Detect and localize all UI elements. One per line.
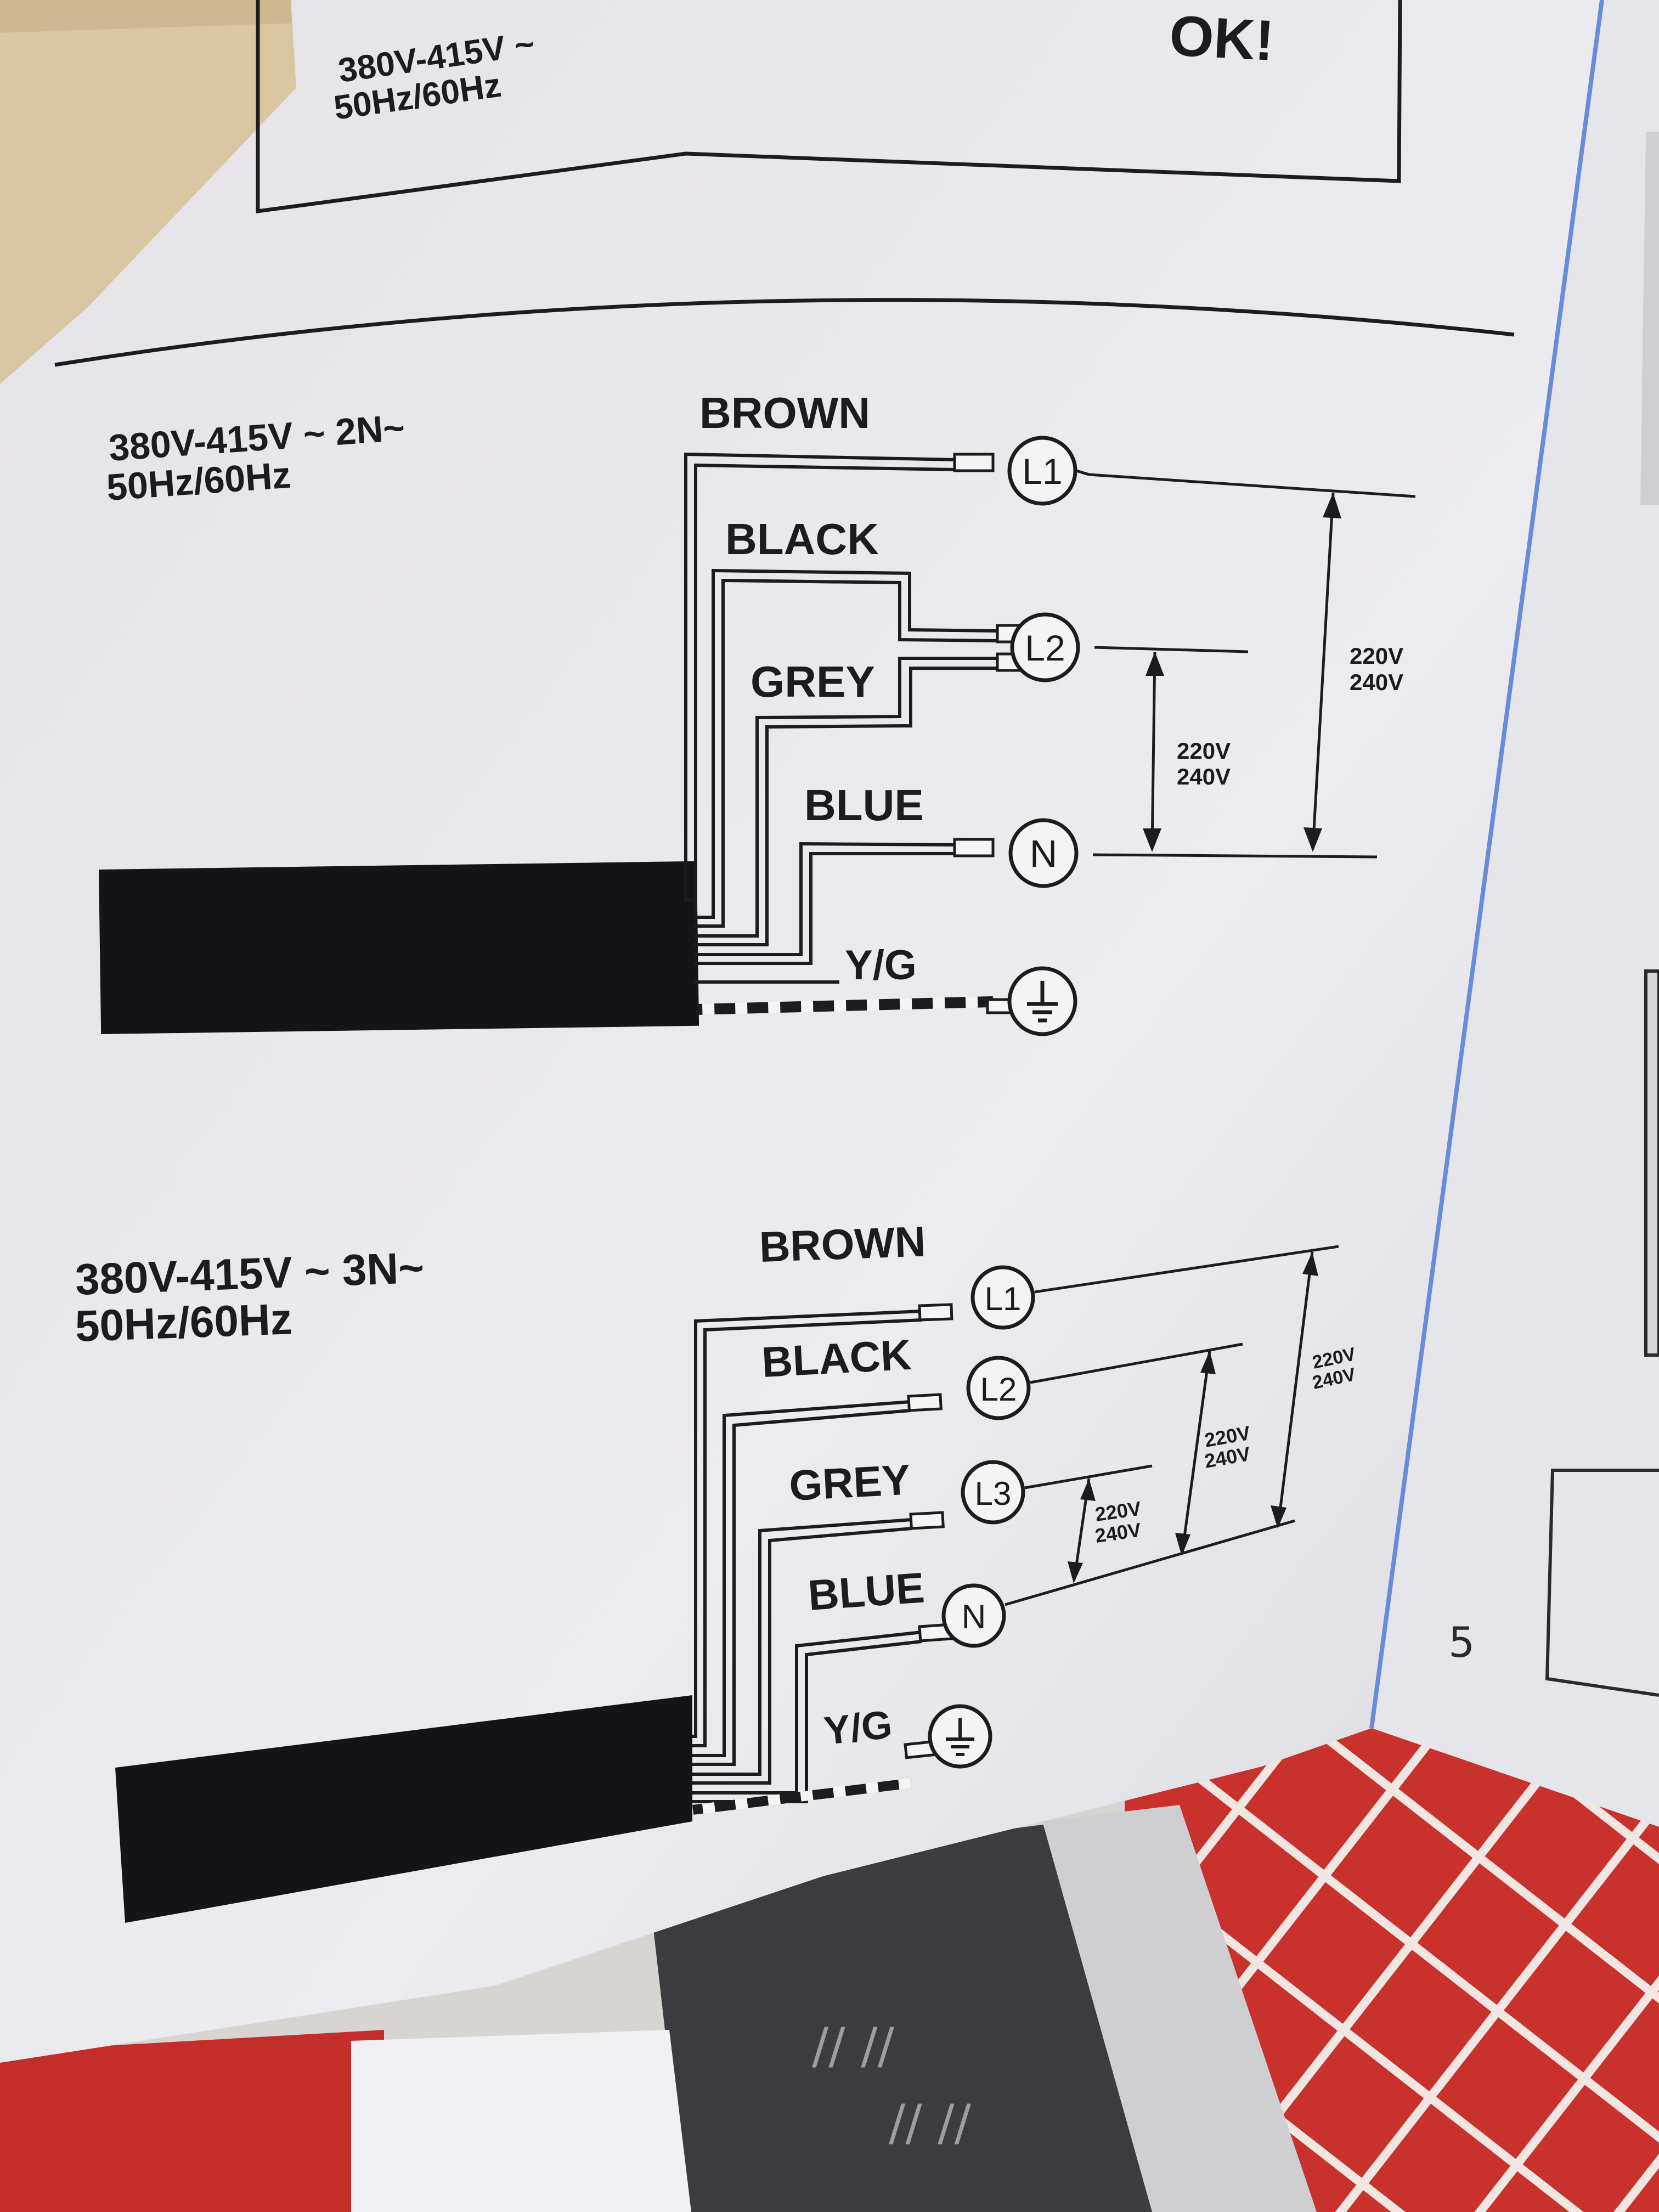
terminal-l1-label: L1 — [985, 1280, 1022, 1317]
volt-l1n-240: 240V — [1350, 669, 1403, 695]
terminal-n — [941, 1583, 1006, 1648]
right-page: 5 — [1372, 0, 1659, 1827]
line-l1 — [1076, 469, 1416, 498]
section-divider — [54, 298, 1515, 367]
white-fabric — [351, 2030, 691, 2212]
terminal-l2 — [966, 1356, 1031, 1420]
black-wire — [694, 568, 999, 919]
wire-label-grey: GREY — [788, 1455, 911, 1510]
wire-label-brown: BROWN — [699, 388, 870, 437]
arrow-l1-n — [1277, 1251, 1314, 1526]
line-l2 — [1030, 1342, 1243, 1384]
wire-label-yg: Y/G — [845, 942, 917, 989]
page-number: 5 — [1448, 1618, 1475, 1667]
wire-label-black: BLACK — [725, 515, 879, 563]
terminal-l1-label: L1 — [1022, 451, 1062, 492]
grey-wire — [694, 657, 998, 938]
wire-label-blue: BLUE — [804, 781, 924, 830]
dark-fabric: // // // // — [647, 1805, 1317, 2212]
diagram-3n: 380V-415V ~ 3N~ 50Hz/60Hz BROWN BLACK GR… — [74, 1217, 1358, 1923]
black-wire — [692, 1400, 911, 1757]
line-n — [1005, 1519, 1295, 1606]
wire-label-brown: BROWN — [759, 1217, 927, 1271]
wire-label-grey: GREY — [751, 657, 875, 706]
terminal-l2-label: L2 — [980, 1371, 1017, 1408]
line-l3 — [1024, 1464, 1153, 1489]
cable-jacket — [115, 1695, 692, 1923]
wire-label-blue: BLUE — [806, 1563, 926, 1620]
arrow-l2-n — [1181, 1350, 1211, 1553]
terminal-l2-label: L2 — [1025, 628, 1065, 668]
terminal-n-label: N — [1030, 832, 1058, 875]
ok-status: OK! — [1168, 4, 1276, 73]
wooden-shelf — [0, 0, 340, 384]
earth-icon — [1027, 981, 1058, 1023]
terminal-l3-label: L3 — [975, 1475, 1012, 1512]
earth-icon — [946, 1718, 974, 1756]
line-l2 — [1094, 646, 1249, 653]
yg-wire — [697, 996, 994, 1015]
volt-l2n-240: 240V — [1177, 764, 1231, 789]
brown-wire — [684, 452, 955, 901]
terminal-l1 — [970, 1265, 1035, 1330]
line-l1 — [1034, 1245, 1339, 1294]
terminal-l3 — [961, 1460, 1025, 1525]
brown-wire — [692, 1310, 922, 1738]
terminal-l2 — [1010, 612, 1080, 682]
supply-spec-3n-line2: 50Hz/60Hz — [74, 1294, 293, 1351]
wire-label-yg: Y/G — [822, 1702, 894, 1753]
arrow-l1-n — [1311, 492, 1335, 850]
wire-label-black: BLACK — [760, 1330, 912, 1386]
grey-wire — [692, 1518, 912, 1776]
terminal-n-label: N — [962, 1598, 986, 1636]
terminal-n — [1008, 818, 1079, 888]
supply-spec-3n-line1: 380V-415V ~ 3N~ — [74, 1243, 425, 1304]
terminal-l1 — [1007, 436, 1077, 506]
svg-text:// //: // // — [812, 2017, 895, 2075]
volt-l1n-220: 220V — [1350, 643, 1403, 669]
svg-text:// //: // // — [889, 2094, 972, 2152]
line-n — [1092, 853, 1378, 859]
blue-wire — [694, 842, 955, 956]
blue-wire — [692, 1630, 922, 1795]
cable-jacket — [98, 861, 699, 1034]
volt-l2n-220: 220V — [1177, 738, 1231, 764]
yg-wire — [692, 1778, 912, 1815]
arrow-l2-n — [1150, 651, 1156, 850]
